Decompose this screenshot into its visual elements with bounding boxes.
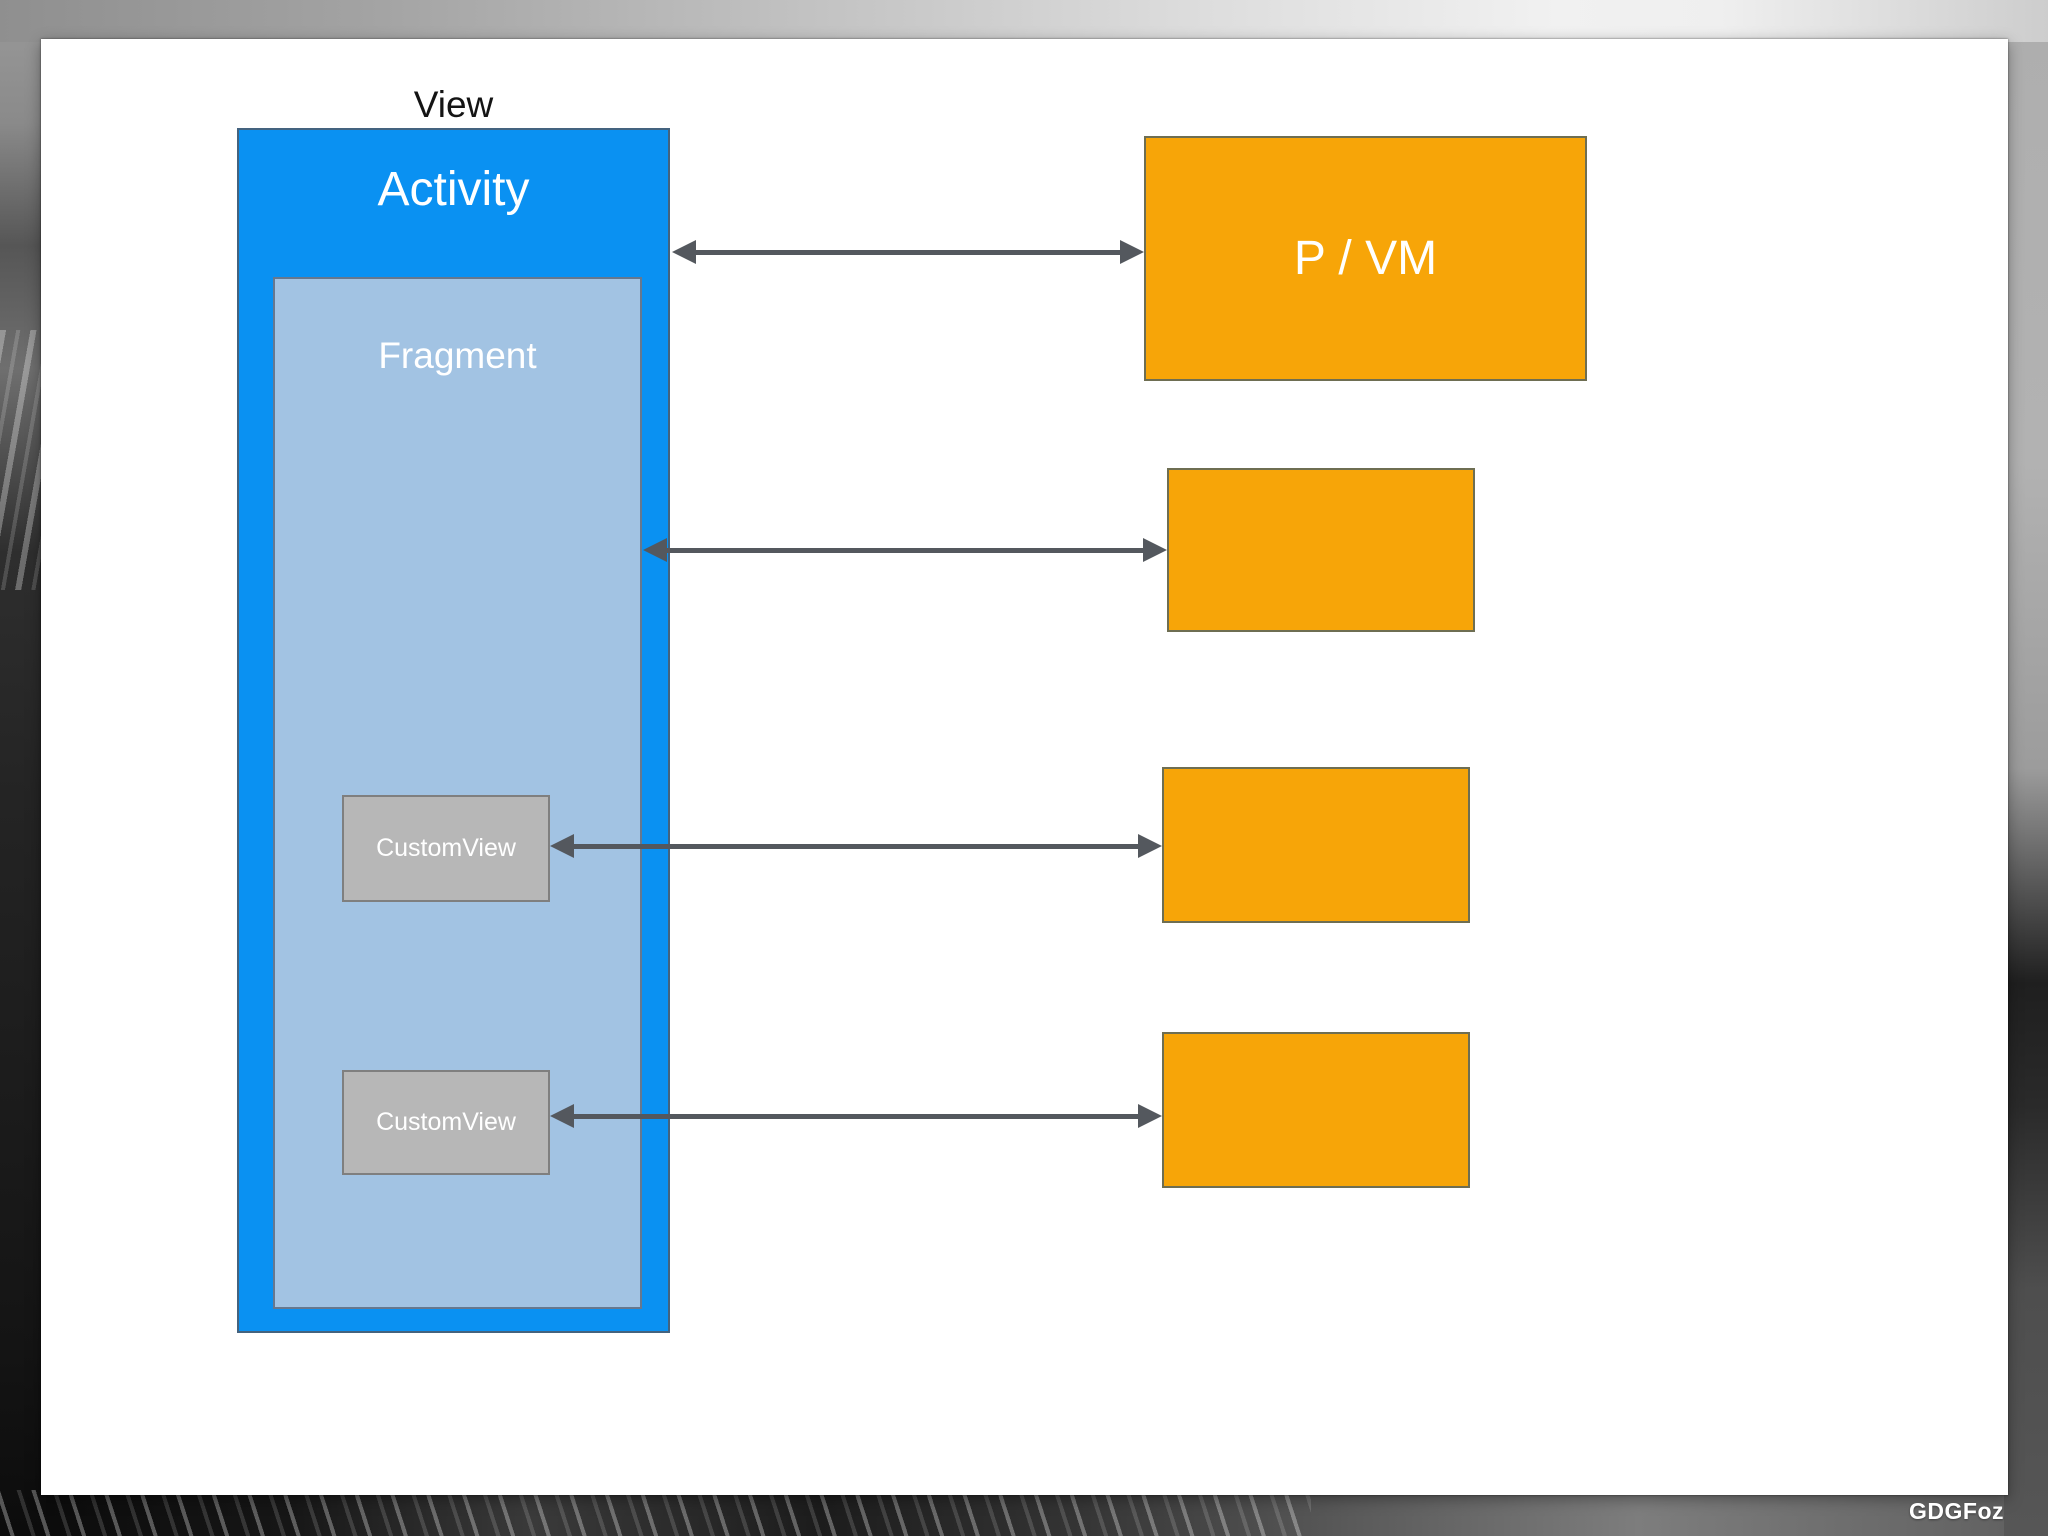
bidirectional-arrow-customview1-box3 [550,833,1162,859]
bidirectional-arrow-customview2-box4 [550,1103,1162,1129]
customview-label-bottom: CustomView [376,1108,516,1136]
right-box-3 [1162,767,1470,923]
presenter-viewmodel-box: P / VM [1144,136,1587,381]
right-box-2 [1167,468,1475,632]
arrow-shaft [688,249,1128,255]
customview-box-bottom: CustomView [342,1070,550,1175]
view-label: View [413,84,494,125]
bidirectional-arrow-fragment-box2 [643,537,1167,563]
bidirectional-arrow-activity-pvm [672,239,1144,265]
arrow-shaft [566,843,1146,849]
arrow-shaft [566,1113,1146,1119]
customview-box-top: CustomView [342,795,550,902]
gdgfoz-watermark: GDGFoz [1909,1498,2004,1524]
presenter-viewmodel-label: P / VM [1293,232,1438,285]
arrow-shaft [659,547,1151,553]
slide: View Activity Fragment CustomView Custom… [41,39,2008,1495]
activity-label: Activity [377,163,530,216]
fragment-label: Fragment [378,335,537,376]
right-box-4 [1162,1032,1470,1188]
customview-label-top: CustomView [376,834,516,862]
